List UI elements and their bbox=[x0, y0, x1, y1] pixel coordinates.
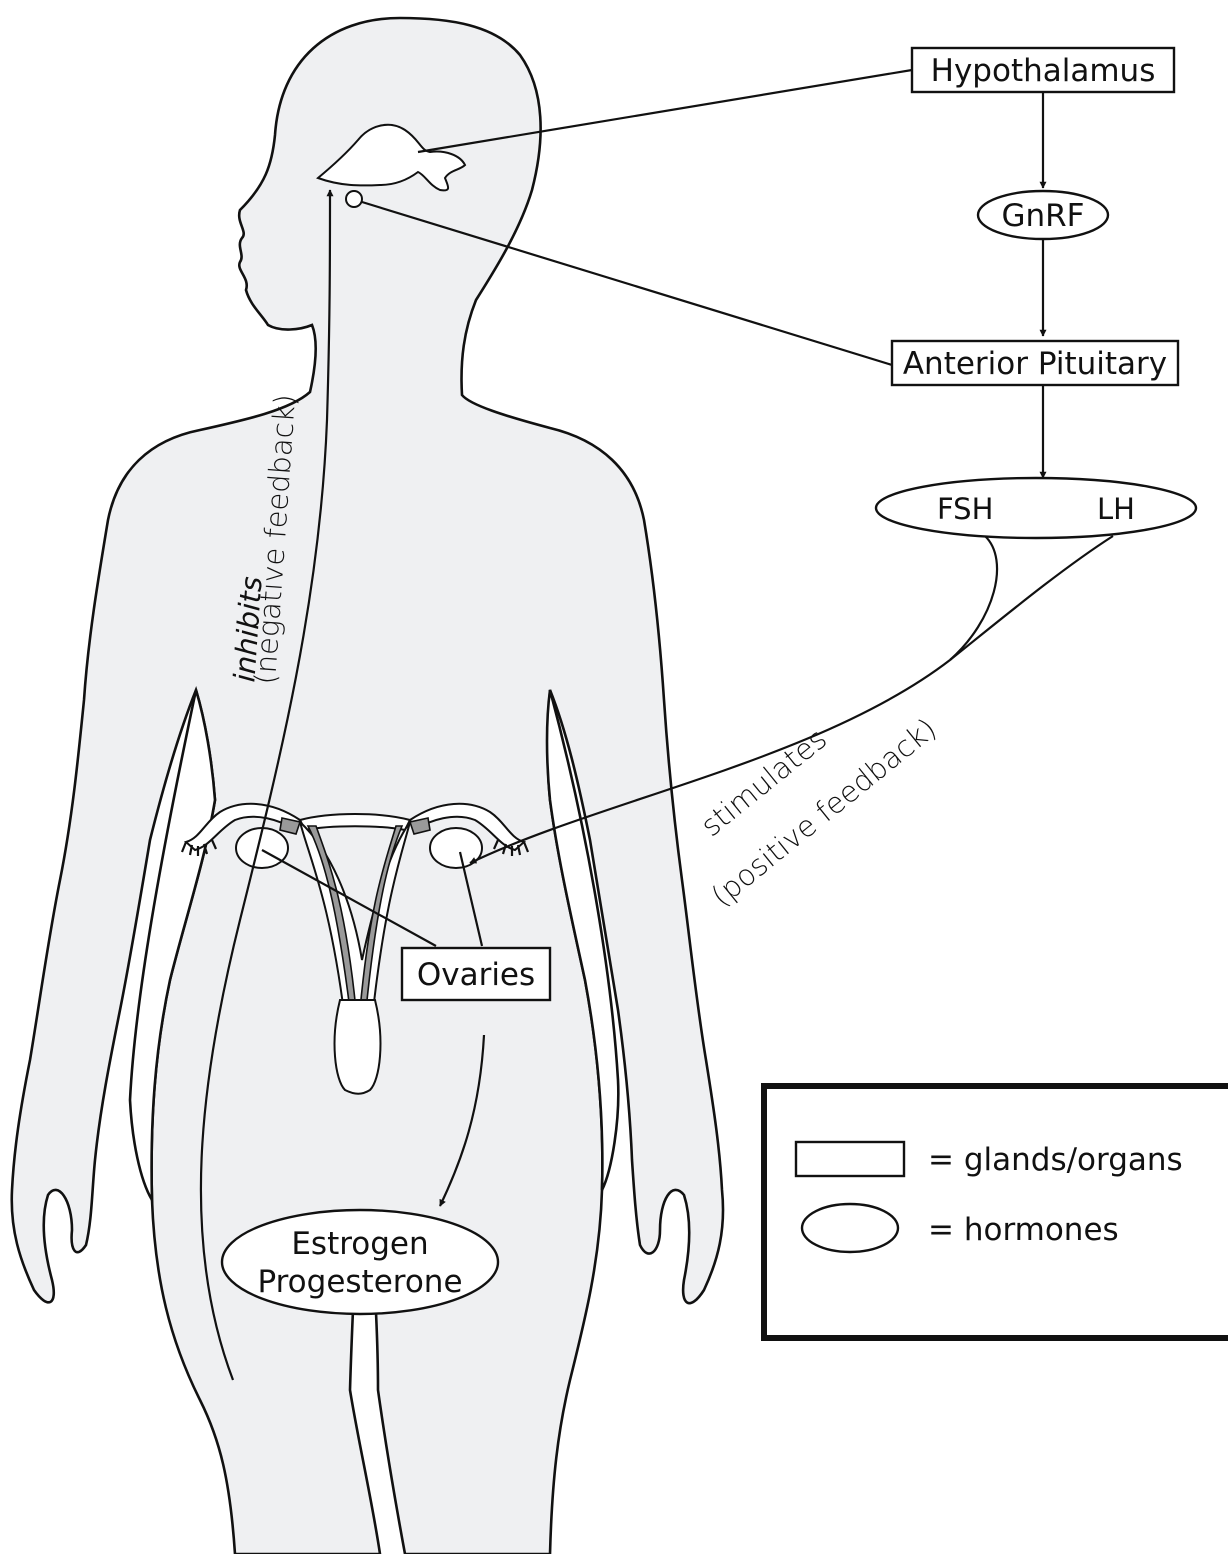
hypothalamus-label: Hypothalamus bbox=[931, 53, 1156, 89]
legend-hormones-label: = hormones bbox=[928, 1212, 1119, 1248]
pituitary-shape bbox=[346, 191, 362, 207]
legend-rectangle-swatch bbox=[796, 1142, 904, 1176]
legend: = glands/organs = hormones bbox=[764, 1086, 1228, 1338]
lh-label: LH bbox=[1097, 492, 1135, 526]
body-silhouette bbox=[12, 18, 723, 1554]
anterior-pituitary-label: Anterior Pituitary bbox=[903, 346, 1167, 382]
lh-curve bbox=[950, 536, 1113, 660]
gnrf-label: GnRF bbox=[1001, 198, 1084, 234]
legend-glands-label: = glands/organs bbox=[928, 1142, 1183, 1178]
legend-ellipse-swatch bbox=[802, 1204, 898, 1252]
ovaries-label: Ovaries bbox=[417, 957, 535, 993]
progesterone-label: Progesterone bbox=[257, 1264, 462, 1300]
fsh-lh-node: FSH LH bbox=[876, 478, 1196, 538]
estrogen-label: Estrogen bbox=[291, 1226, 428, 1262]
anterior-pituitary-node: Anterior Pituitary bbox=[892, 341, 1178, 385]
gnrf-node: GnRF bbox=[978, 191, 1108, 239]
ovaries-node: Ovaries bbox=[402, 948, 550, 1000]
fsh-label: FSH bbox=[937, 492, 993, 526]
estrogen-progesterone-node: Estrogen Progesterone bbox=[222, 1210, 498, 1314]
hypothalamus-node: Hypothalamus bbox=[912, 48, 1174, 92]
